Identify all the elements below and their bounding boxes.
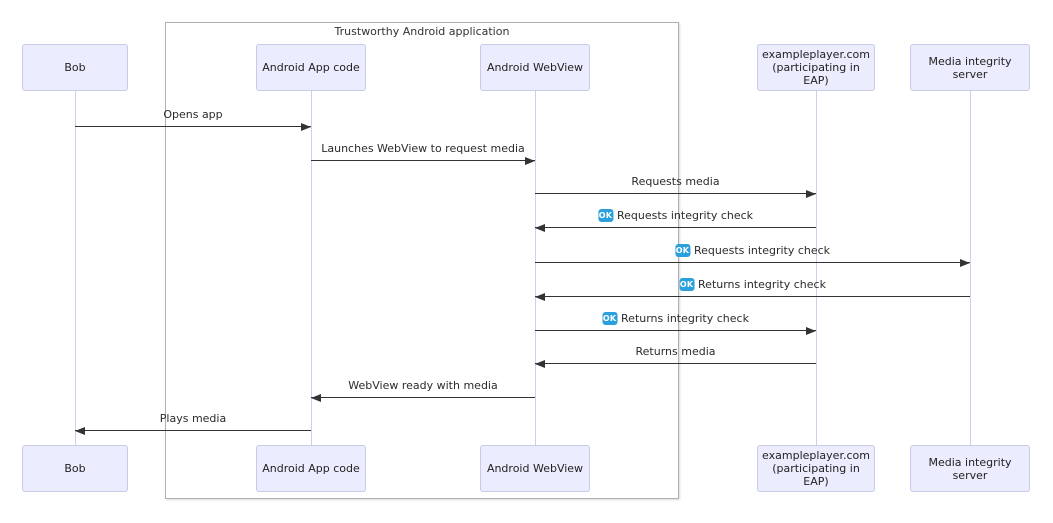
message-text: Opens app xyxy=(163,108,223,121)
actor-box-media-integrity-server-bottom: Media integrity server xyxy=(910,445,1030,492)
message-line xyxy=(535,193,816,194)
lifeline-media-integrity-server xyxy=(970,91,971,445)
message-line xyxy=(535,227,816,228)
arrowhead-icon xyxy=(806,189,816,198)
message-line xyxy=(311,397,535,398)
lifeline-android-webview xyxy=(535,91,536,445)
actor-label: Bob xyxy=(64,462,86,475)
actor-box-android-app-code-bottom: Android App code xyxy=(256,445,366,492)
frame-title: Trustworthy Android application xyxy=(334,25,510,38)
message-label: Returns media xyxy=(636,345,716,358)
message-line xyxy=(75,126,311,127)
arrowhead-icon xyxy=(311,393,321,402)
arrowhead-icon xyxy=(806,326,816,335)
message-line xyxy=(535,363,816,364)
actor-label: Android App code xyxy=(262,462,360,475)
message-text: Returns integrity check xyxy=(698,278,826,291)
message-text: Plays media xyxy=(159,412,227,425)
actor-label: Media integrity server xyxy=(928,455,1012,482)
message-line xyxy=(311,160,535,161)
arrowhead-icon xyxy=(535,359,545,368)
actor-label: Bob xyxy=(64,61,86,74)
actor-box-bob-bottom: Bob xyxy=(22,445,128,492)
arrowhead-icon xyxy=(75,426,85,435)
actor-label: Media integrity server xyxy=(928,54,1012,81)
message-text: Returns integrity check xyxy=(621,312,749,325)
message-line xyxy=(535,296,970,297)
message-line xyxy=(75,430,311,431)
message-text: Launches WebView to request media xyxy=(321,142,525,155)
message-text: Requests integrity check xyxy=(693,244,831,257)
actor-label: exampleplayer.com xyxy=(762,449,870,462)
actor-box-exampleplayer-top: exampleplayer.com(participating in EAP) xyxy=(757,44,875,91)
arrowhead-icon xyxy=(535,223,545,232)
actor-label: (participating in EAP) xyxy=(772,462,860,488)
actor-box-android-webview-top: Android WebView xyxy=(480,44,590,91)
actor-box-android-app-code-top: Android App code xyxy=(256,44,366,91)
actor-label: Android WebView xyxy=(486,61,584,74)
message-label: Requests media xyxy=(631,175,719,188)
actor-label: Android WebView xyxy=(486,462,584,475)
actor-box-bob-top: Bob xyxy=(22,44,128,91)
message-label: Opens app xyxy=(163,108,222,121)
message-label: WebView ready with media xyxy=(348,379,497,392)
ok-badge-icon: OK xyxy=(597,209,613,222)
lifeline-bob xyxy=(75,91,76,445)
actor-box-android-webview-bottom: Android WebView xyxy=(480,445,590,492)
lifeline-android-app-code xyxy=(311,91,312,445)
message-text: WebView ready with media xyxy=(348,379,498,392)
trust-boundary-frame: Trustworthy Android application xyxy=(165,22,679,499)
message-text: Requests integrity check xyxy=(616,209,754,222)
actor-box-media-integrity-server-top: Media integrity server xyxy=(910,44,1030,91)
message-label: Plays media xyxy=(160,412,226,425)
arrowhead-icon xyxy=(301,122,311,131)
ok-badge-icon: OK xyxy=(674,244,690,257)
arrowhead-icon xyxy=(525,156,535,165)
actor-label: Android App code xyxy=(262,61,360,74)
actor-label: (participating in EAP) xyxy=(772,61,860,87)
message-line xyxy=(535,262,970,263)
lifeline-exampleplayer xyxy=(816,91,817,445)
actor-label: exampleplayer.com xyxy=(762,48,870,61)
message-line xyxy=(535,330,816,331)
message-text: Returns media xyxy=(635,345,716,358)
actor-box-exampleplayer-bottom: exampleplayer.com(participating in EAP) xyxy=(757,445,875,492)
arrowhead-icon xyxy=(960,258,970,267)
message-label: Launches WebView to request media xyxy=(321,142,525,155)
ok-badge-icon: OK xyxy=(602,312,618,325)
message-text: Requests media xyxy=(631,175,720,188)
ok-badge-icon: OK xyxy=(679,278,695,291)
arrowhead-icon xyxy=(535,292,545,301)
